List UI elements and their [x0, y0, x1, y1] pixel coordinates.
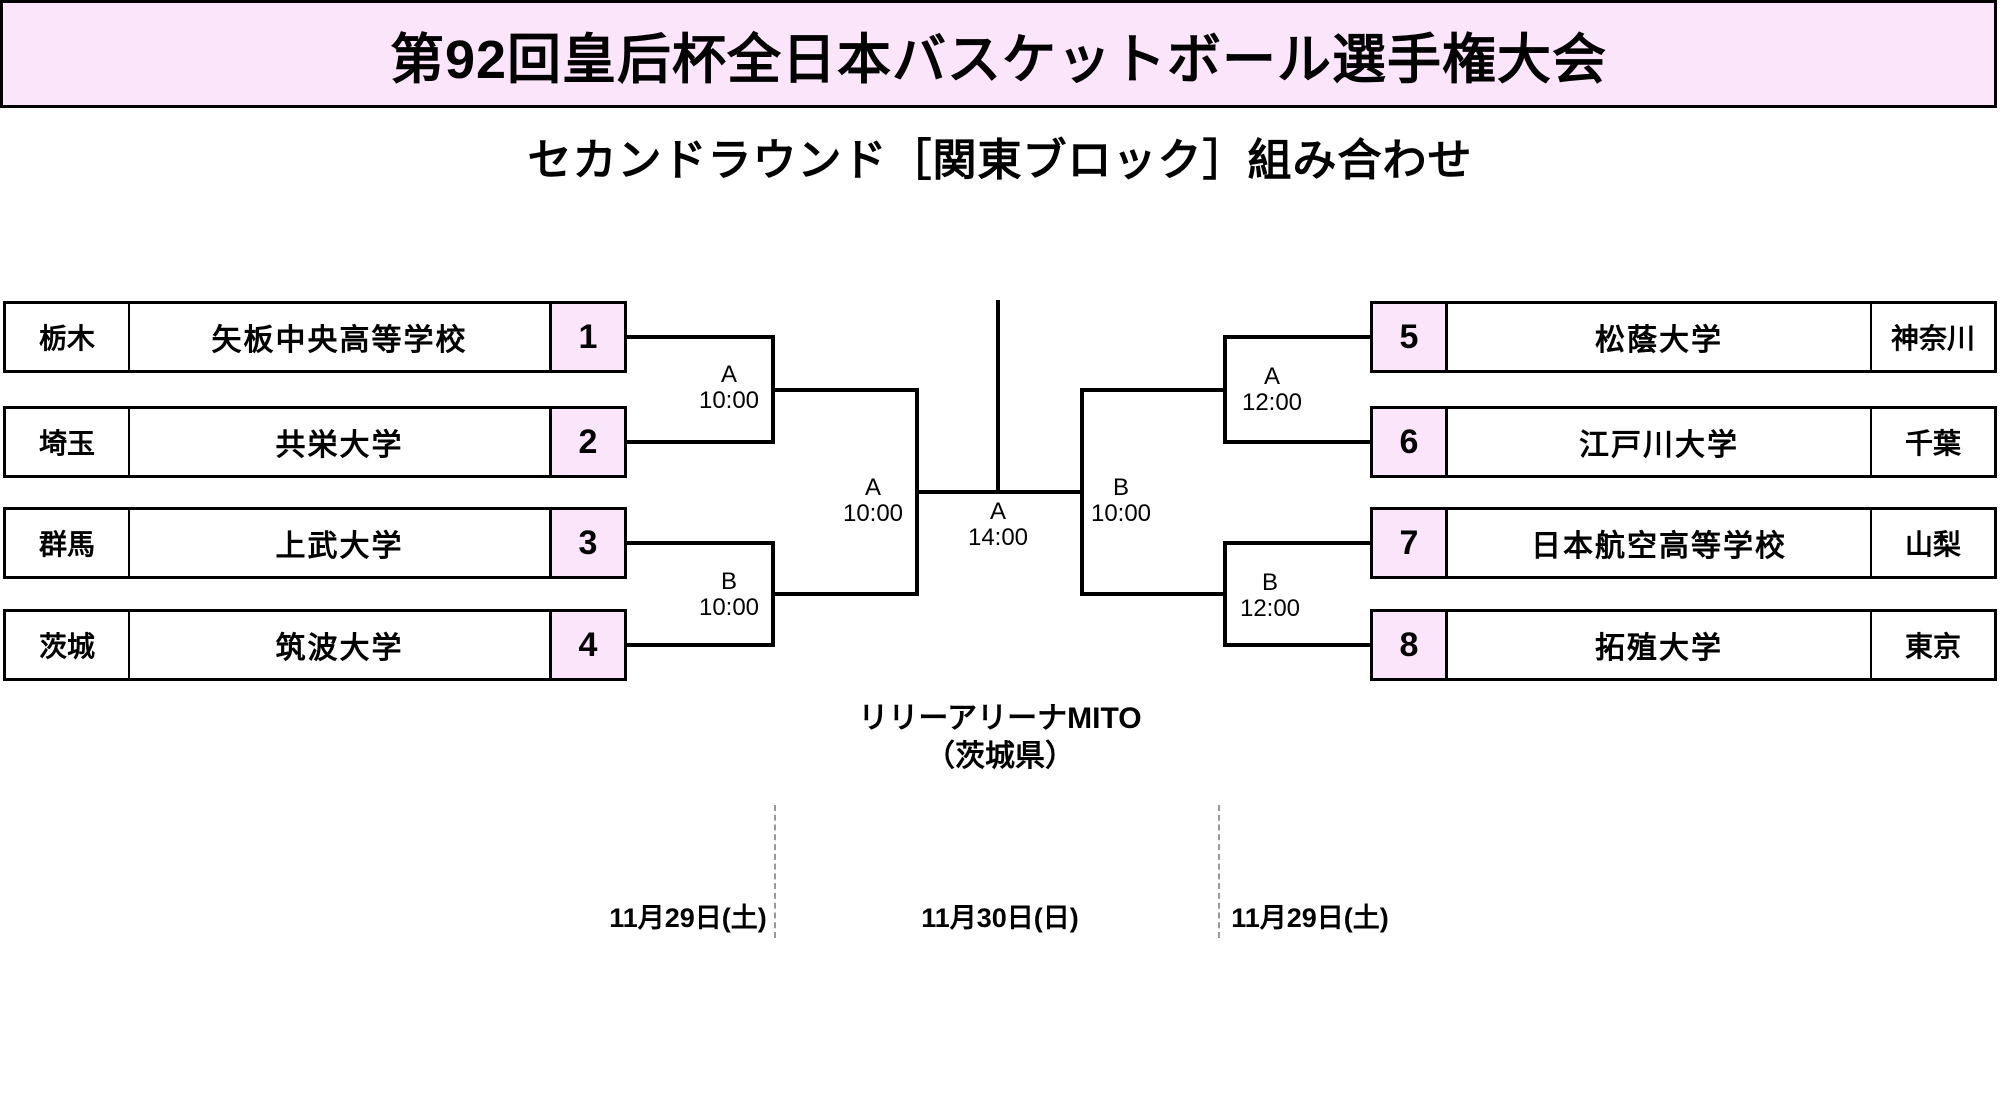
match-time: 10:00 — [1090, 500, 1152, 527]
team-box-seed4: 茨城 筑波大学 4 — [3, 609, 627, 681]
page-subtitle: セカンドラウンド［関東ブロック］組み合わせ — [527, 136, 1473, 185]
bracket-line — [1080, 388, 1084, 596]
match-court: B — [1261, 569, 1278, 596]
bracket-line — [1225, 335, 1370, 339]
venue-name: リリーアリーナMITO — [858, 702, 1142, 735]
match-court: B — [1112, 474, 1129, 501]
title-banner: 第92回皇后杯全日本バスケットボール選手権大会 — [0, 0, 1997, 108]
match-label-right-r1-b: B 12:00 — [1240, 570, 1300, 622]
bracket-line — [627, 541, 773, 545]
date-middle: 11月30日(日) — [921, 903, 1079, 933]
seed-number: 8 — [1373, 612, 1448, 678]
match-time: 14:00 — [967, 524, 1029, 551]
team-box-seed2: 埼玉 共栄大学 2 — [3, 406, 627, 478]
prefecture-label: 東京 — [1870, 612, 1994, 678]
prefecture-label: 茨城 — [6, 612, 130, 678]
bracket-line — [773, 592, 917, 596]
match-time: 12:00 — [1241, 389, 1303, 416]
prefecture-label: 栃木 — [6, 304, 130, 370]
bracket-line — [627, 335, 773, 339]
prefecture-label: 神奈川 — [1870, 304, 1994, 370]
team-name: 日本航空高等学校 — [1531, 530, 1787, 563]
match-court: A — [864, 474, 881, 501]
seed-number: 3 — [549, 510, 624, 576]
bracket-line — [1082, 388, 1225, 392]
bracket-line — [1225, 643, 1370, 647]
prefecture-label: 山梨 — [1870, 510, 1994, 576]
prefecture-label: 千葉 — [1870, 409, 1994, 475]
team-name: 松蔭大学 — [1595, 324, 1723, 357]
match-time: 10:00 — [698, 594, 760, 621]
bracket-line — [1225, 541, 1370, 545]
team-box-seed5: 5 松蔭大学 神奈川 — [1370, 301, 1997, 373]
venue-block: リリーアリーナMITO （茨城県） — [0, 700, 2000, 776]
team-box-seed7: 7 日本航空高等学校 山梨 — [1370, 507, 1997, 579]
team-name: 矢板中央高等学校 — [211, 324, 468, 357]
seed-number: 6 — [1373, 409, 1448, 475]
match-time: 12:00 — [1239, 595, 1301, 622]
match-court: A — [989, 498, 1006, 525]
seed-number: 7 — [1373, 510, 1448, 576]
seed-number: 2 — [549, 409, 624, 475]
seed-number: 4 — [549, 612, 624, 678]
venue-region: （茨城県） — [925, 740, 1075, 773]
team-box-seed1: 栃木 矢板中央高等学校 1 — [3, 301, 627, 373]
seed-number: 5 — [1373, 304, 1448, 370]
bracket-line — [627, 440, 773, 444]
bracket-line — [1223, 541, 1227, 647]
match-time: 10:00 — [842, 500, 904, 527]
bracket-line — [627, 643, 773, 647]
date-right: 11月29日(土) — [1231, 903, 1389, 933]
match-label-right-r1-a: A 12:00 — [1242, 364, 1302, 416]
team-name: 筑波大学 — [275, 632, 404, 665]
bracket-line — [1225, 440, 1370, 444]
bracket-line — [1082, 592, 1225, 596]
page-title: 第92回皇后杯全日本バスケットボール選手権大会 — [389, 29, 1608, 90]
team-box-seed8: 8 拓殖大学 東京 — [1370, 609, 1997, 681]
prefecture-label: 埼玉 — [6, 409, 130, 475]
match-court: A — [720, 361, 737, 388]
match-label-left-r1-a: A 10:00 — [699, 362, 759, 414]
date-divider-left — [774, 805, 776, 938]
match-label-right-semi: B 10:00 — [1091, 475, 1151, 527]
bracket-line-champion — [996, 300, 1000, 492]
bracket-line — [1223, 335, 1227, 444]
bracket-line-final — [917, 490, 1082, 494]
match-label-left-semi: A 10:00 — [843, 475, 903, 527]
team-name: 江戸川大学 — [1579, 429, 1739, 462]
team-box-seed6: 6 江戸川大学 千葉 — [1370, 406, 1997, 478]
bracket-line — [773, 388, 917, 392]
match-label-left-r1-b: B 10:00 — [699, 569, 759, 621]
match-court: B — [720, 568, 737, 595]
prefecture-label: 群馬 — [6, 510, 130, 576]
match-court: A — [1263, 363, 1280, 390]
match-time: 10:00 — [698, 387, 760, 414]
team-name: 拓殖大学 — [1595, 632, 1723, 665]
team-name: 共栄大学 — [275, 429, 404, 462]
date-divider-right — [1218, 805, 1220, 938]
seed-number: 1 — [549, 304, 624, 370]
team-name: 上武大学 — [275, 530, 404, 563]
team-box-seed3: 群馬 上武大学 3 — [3, 507, 627, 579]
match-label-final: A 14:00 — [968, 499, 1028, 551]
date-left: 11月29日(土) — [609, 903, 767, 933]
